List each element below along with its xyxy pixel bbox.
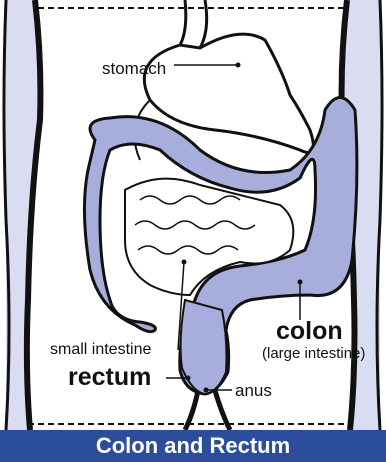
label-colon-subtitle: (large intestine) — [262, 345, 365, 362]
small-intestine-leader-dot — [182, 260, 187, 265]
label-anus: anus — [235, 381, 272, 401]
caption-bar: Colon and Rectum — [0, 430, 386, 462]
label-stomach: stomach — [102, 59, 166, 79]
label-rectum: rectum — [68, 363, 151, 392]
colon-leader-dot — [298, 280, 303, 285]
stomach-leader-dot — [236, 63, 241, 68]
anus-leader-dot — [204, 388, 209, 393]
label-colon: colon — [276, 317, 343, 346]
rectum-leader-dot — [186, 376, 191, 381]
label-small-intestine: small intestine — [50, 341, 151, 359]
left-torso-shade — [6, 0, 40, 430]
